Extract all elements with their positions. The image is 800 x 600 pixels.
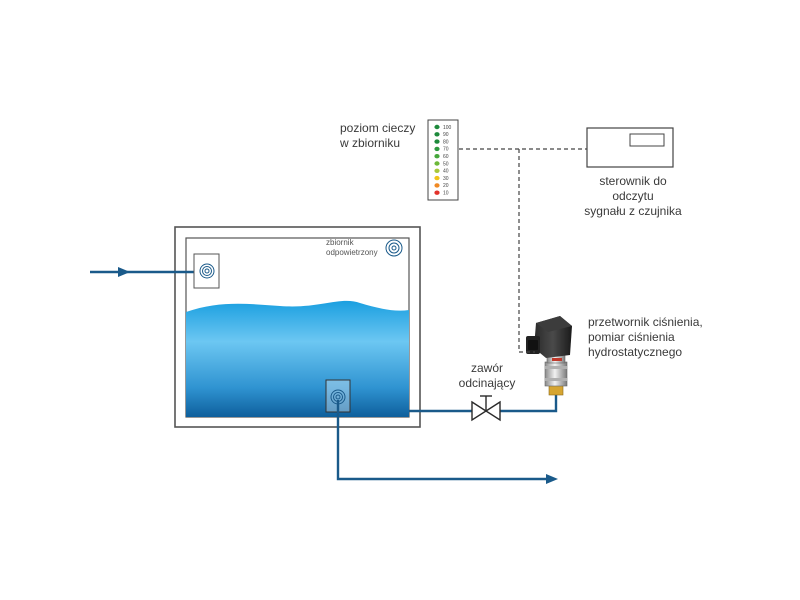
level-tick-90: 90 bbox=[443, 132, 449, 138]
controller-display bbox=[629, 133, 665, 147]
inlet-arrow-icon bbox=[118, 267, 130, 277]
level-led-30 bbox=[434, 175, 440, 181]
vent-label-line1: zbiornik bbox=[326, 238, 354, 247]
vent-label-line2: odpowietrzony bbox=[326, 248, 378, 257]
level-tick-100: 100 bbox=[443, 125, 452, 131]
level-tick-60: 60 bbox=[443, 154, 449, 160]
level-tick-20: 20 bbox=[443, 183, 449, 189]
level-led-20 bbox=[434, 183, 440, 188]
vent-label: zbiornik odpowietrzony bbox=[326, 238, 378, 258]
controller-label-line1: sterownik do odczytu bbox=[599, 174, 667, 203]
transmitter-label-line3: hydrostatycznego bbox=[588, 345, 683, 359]
level-indicator-label: poziom cieczy w zbiorniku bbox=[340, 121, 415, 151]
drain-pipe bbox=[336, 400, 548, 481]
valve-label-line2: odcinający bbox=[458, 376, 516, 390]
level-led-40 bbox=[434, 168, 440, 173]
pressure-transmitter-icon bbox=[526, 316, 572, 396]
signal-lines bbox=[459, 148, 587, 353]
level-tick-40: 40 bbox=[443, 169, 449, 175]
level-led-50 bbox=[434, 161, 440, 166]
level-led-80 bbox=[434, 139, 440, 144]
drain-arrow-icon bbox=[546, 474, 558, 484]
level-tick-80: 80 bbox=[443, 139, 449, 145]
tank-outer-frame bbox=[174, 226, 421, 428]
level-led-10 bbox=[434, 190, 440, 195]
inlet-port-icon bbox=[193, 253, 220, 289]
level-tick-10: 10 bbox=[443, 191, 449, 197]
level-led-100 bbox=[434, 124, 440, 130]
level-indicator-label-line1: poziom cieczy bbox=[340, 121, 416, 135]
transmitter-label-line2: pomiar ciśnienia bbox=[588, 330, 675, 344]
gate-valve-icon bbox=[471, 395, 501, 422]
valve-label-line1: zawór bbox=[470, 361, 503, 375]
valve-label: zawór odcinający bbox=[450, 361, 524, 391]
transmitter-label-line1: przetwornik ciśnienia, bbox=[588, 315, 703, 329]
level-tick-70: 70 bbox=[443, 147, 449, 153]
level-indicator-label-line2: w zbiorniku bbox=[340, 136, 401, 150]
level-indicator-panel bbox=[427, 119, 459, 201]
level-tick-50: 50 bbox=[443, 161, 449, 167]
controller-label-line2: sygnału z czujnika bbox=[584, 204, 682, 218]
tank bbox=[174, 226, 421, 428]
controller-label: sterownik do odczytu sygnału z czujnika bbox=[578, 174, 688, 219]
level-led-70 bbox=[434, 146, 440, 152]
level-tick-30: 30 bbox=[443, 176, 449, 182]
transmitter-label: przetwornik ciśnienia, pomiar ciśnienia … bbox=[588, 315, 703, 360]
level-led-60 bbox=[434, 154, 440, 159]
level-led-90 bbox=[434, 132, 440, 137]
vent-icon bbox=[385, 239, 403, 257]
controller-icon bbox=[586, 127, 674, 168]
water-body bbox=[186, 300, 409, 417]
transmitter-pipe-2 bbox=[500, 392, 558, 413]
